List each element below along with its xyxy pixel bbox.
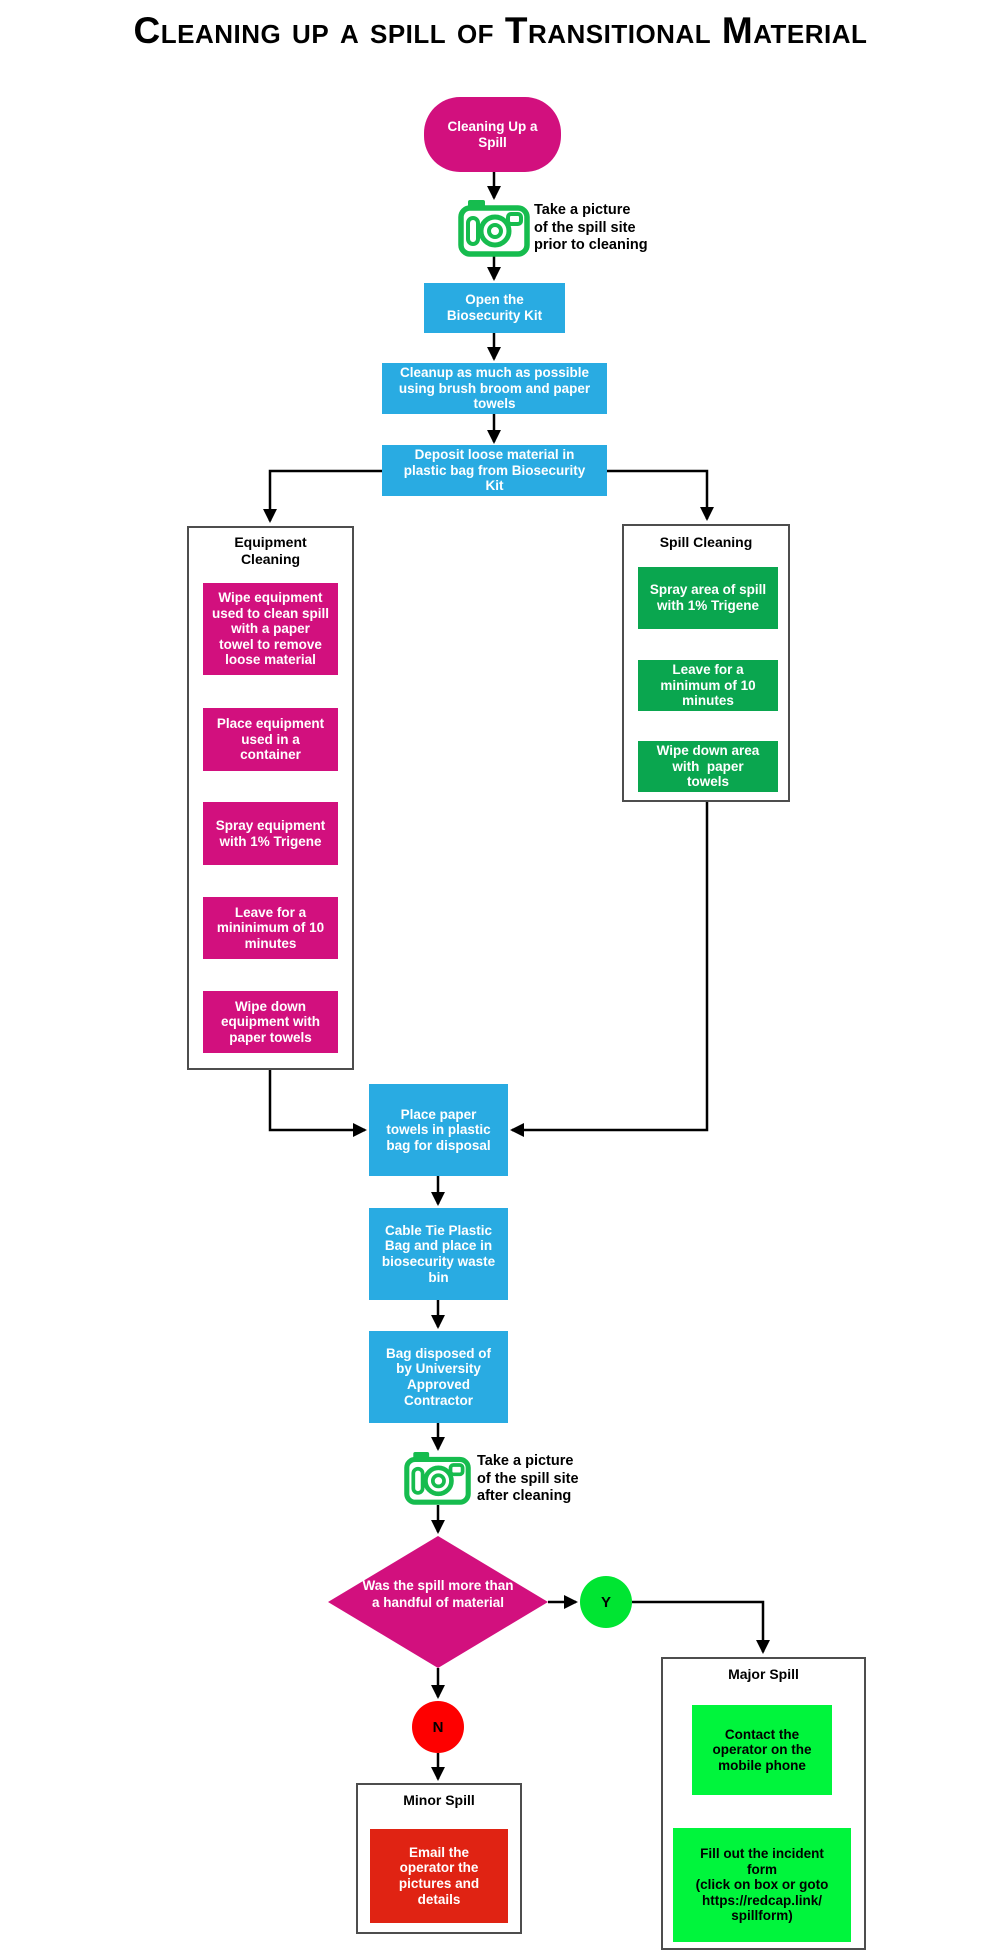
step-spray-area-trigene: Spray area of spill with 1% Trigene xyxy=(638,567,778,629)
step-leave-area-10min: Leave for a minimum of 10 minutes xyxy=(638,660,778,711)
step-contact-operator-phone: Contact the operator on the mobile phone xyxy=(692,1705,832,1795)
step-place-equipment-container: Place equipment used in a container xyxy=(203,708,338,771)
photo-before-caption: Take a picture of the spill site prior t… xyxy=(534,202,648,254)
start-node: Cleaning Up a Spill xyxy=(424,97,561,172)
step-wipe-down-equipment: Wipe down equipment with paper towels xyxy=(203,991,338,1053)
no-branch-circle: N xyxy=(412,1701,464,1753)
step-deposit-loose-material: Deposit loose material in plastic bag fr… xyxy=(382,445,607,496)
decision-diamond xyxy=(328,1536,548,1668)
step-wipe-equipment: Wipe equipment used to clean spill with … xyxy=(203,583,338,675)
minor-spill-header: Minor Spill xyxy=(403,1792,475,1808)
major-spill-header: Major Spill xyxy=(728,1666,799,1682)
step-cable-tie-bag: Cable Tie Plastic Bag and place in biose… xyxy=(369,1208,508,1300)
spill-cleaning-header: Spill Cleaning xyxy=(659,534,753,550)
step-leave-equipment-10min: Leave for a mininimum of 10 minutes xyxy=(203,897,338,959)
incident-form-link-box[interactable]: Fill out the incident form (click on box… xyxy=(673,1828,851,1942)
step-bag-disposed-contractor: Bag disposed of by University Approved C… xyxy=(369,1331,508,1423)
decision-label: Was the spill more than a handful of mat… xyxy=(362,1578,514,1610)
yes-branch-circle: Y xyxy=(580,1576,632,1628)
step-spray-equipment-trigene: Spray equipment with 1% Trigene xyxy=(203,802,338,865)
photo-after-caption: Take a picture of the spill site after c… xyxy=(477,1453,579,1505)
equipment-cleaning-header: Equipment Cleaning xyxy=(234,534,307,567)
camera-icon xyxy=(458,200,530,257)
step-wipe-down-area: Wipe down area with paper towels xyxy=(638,741,778,792)
step-email-operator: Email the operator the pictures and deta… xyxy=(370,1829,508,1923)
page-title: Cleaning up a spill of Transitional Mate… xyxy=(133,10,868,51)
step-place-paper-towels-bag: Place paper towels in plastic bag for di… xyxy=(369,1084,508,1176)
step-open-biosecurity-kit: Open the Biosecurity Kit xyxy=(424,283,565,333)
step-cleanup-brush-broom: Cleanup as much as possible using brush … xyxy=(382,363,607,414)
camera-icon xyxy=(404,1451,471,1505)
